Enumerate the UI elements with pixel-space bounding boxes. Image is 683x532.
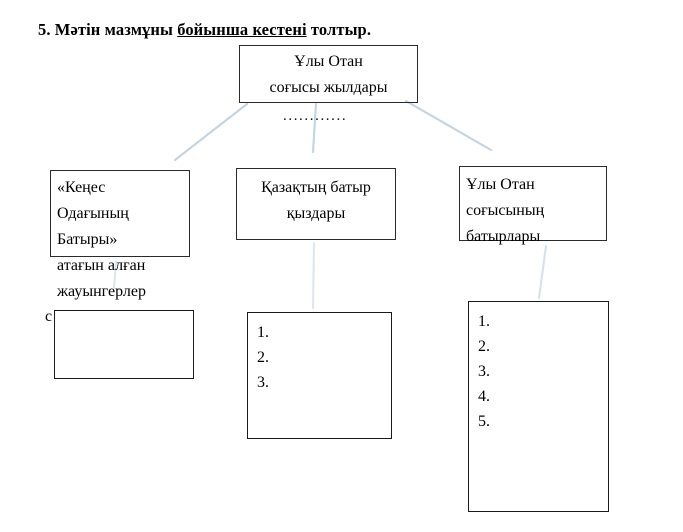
answer-list-war-heroes: 1. 2. 3. 4. 5. <box>478 309 490 434</box>
connector-right-to-answer <box>537 244 548 300</box>
answer-list-item: 5. <box>478 413 490 430</box>
answer-list-item: 4. <box>478 388 490 405</box>
node-branch-soviet-hero: «Кеңес Одағының Батыры» атағын алған жау… <box>50 170 190 300</box>
answer-list-item: 3. <box>257 374 269 391</box>
connector-root-to-right <box>404 99 493 152</box>
answer-list-kazakh-hero-girls: 1. 2. 3. <box>257 320 269 395</box>
node-branch-kazakh-hero-girls: Қазақтың батыр қыздары <box>236 168 396 240</box>
node-branch-soviet-hero-label: «Кеңес Одағының Батыры» атағын алған жау… <box>57 179 146 300</box>
answer-list-item: 3. <box>478 363 490 380</box>
connector-root-to-left <box>173 102 249 162</box>
answer-box-war-heroes[interactable]: 1. 2. 3. 4. 5. <box>468 301 609 512</box>
overflow-glyph-soviet-hero: с <box>45 308 53 325</box>
answer-box-kazakh-hero-girls[interactable]: 1. 2. 3. <box>247 312 392 439</box>
node-branch-war-heroes: Ұлы Отан соғысының батырлары <box>459 166 607 245</box>
title-prefix: 5. Мәтін мазмұны <box>38 20 178 39</box>
answer-box-soviet-hero[interactable] <box>54 310 194 379</box>
page-title: 5. Мәтін мазмұны бойынша кестені толтыр. <box>38 20 371 40</box>
node-root: Ұлы Отан соғысы жылдары <box>239 45 418 103</box>
node-branch-war-heroes-label: Ұлы Отан соғысының батырлары <box>466 176 545 245</box>
answer-list-item: 2. <box>257 349 269 366</box>
node-root-label: Ұлы Отан соғысы жылдары <box>269 53 388 96</box>
node-branch-kazakh-hero-girls-label: Қазақтың батыр қыздары <box>261 179 371 222</box>
connector-middle-to-answer <box>311 241 316 310</box>
ellipsis-dots: ............ <box>283 108 348 124</box>
answer-list-item: 1. <box>478 313 490 330</box>
title-underlined: бойынша кестені <box>177 20 307 39</box>
title-suffix: толтыр. <box>306 20 372 39</box>
answer-list-item: 2. <box>478 338 490 355</box>
answer-list-item: 1. <box>257 324 269 341</box>
